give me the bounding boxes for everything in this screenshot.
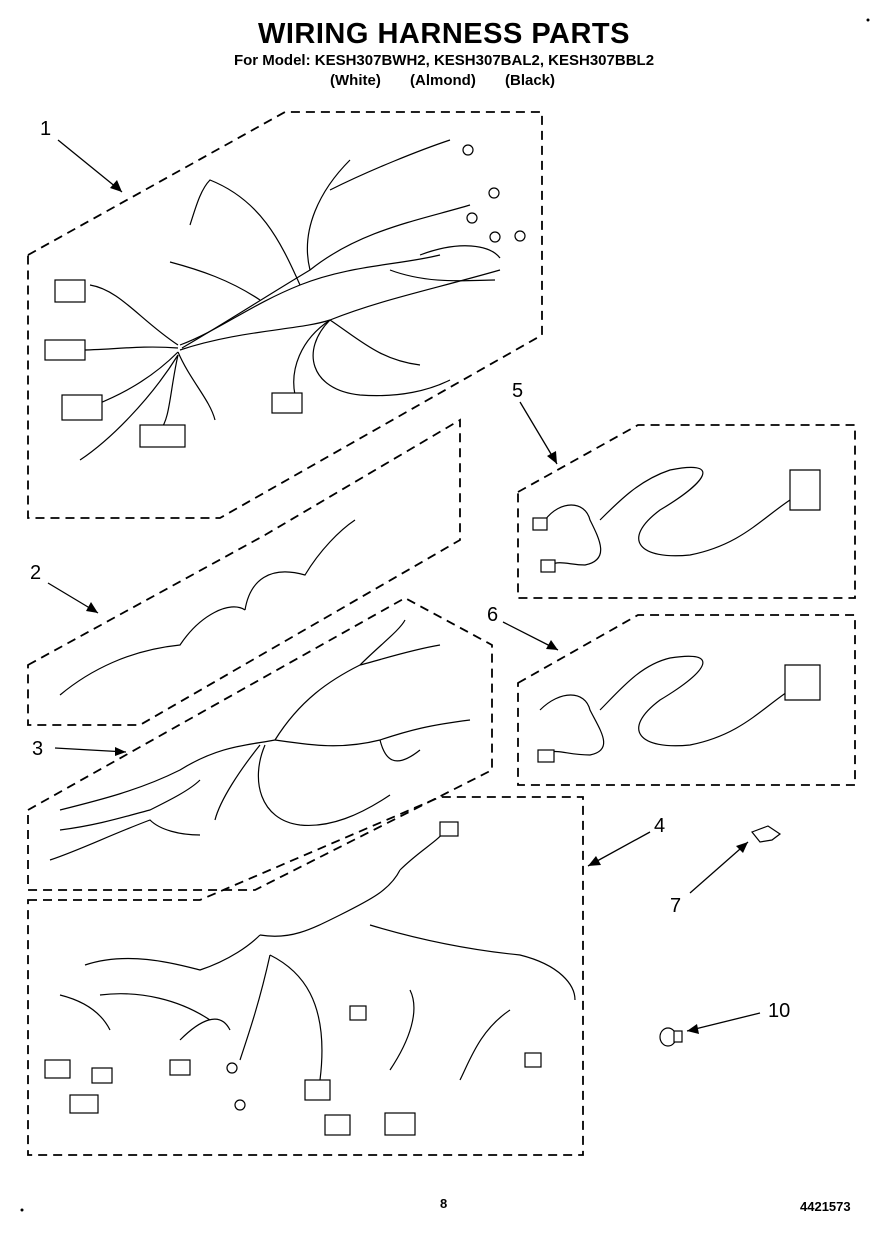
harness-4-connectors bbox=[44, 821, 542, 1136]
harness-1-wires bbox=[79, 139, 501, 461]
page-number: 8 bbox=[440, 1196, 448, 1211]
callout-4: 4 bbox=[654, 815, 666, 837]
model-line: For Model: KESH307BWH2, KESH307BAL2, KES… bbox=[233, 52, 655, 69]
document-number: 4421573 bbox=[800, 1199, 851, 1214]
part-7-clip bbox=[751, 825, 782, 843]
harness-3-wires bbox=[49, 619, 471, 861]
callout-1: 1 bbox=[40, 118, 52, 140]
page-title: WIRING HARNESS PARTS bbox=[258, 18, 630, 50]
harness-6-frame bbox=[517, 614, 856, 786]
callout-10: 10 bbox=[768, 1000, 791, 1022]
harness-4-frame bbox=[27, 796, 584, 1156]
finish-white: (White) bbox=[330, 72, 381, 89]
corner-mark bbox=[866, 18, 870, 22]
callout-2: 2 bbox=[30, 562, 42, 584]
harness-2-wires bbox=[59, 519, 356, 696]
finish-almond: (Almond) bbox=[410, 72, 476, 89]
harness-5-wires bbox=[532, 466, 821, 573]
callout-6: 6 bbox=[487, 604, 499, 626]
harness-3-frame bbox=[27, 596, 493, 891]
part-10-grommet bbox=[659, 1027, 683, 1047]
harness-6-wires bbox=[537, 655, 821, 763]
harness-1-connectors bbox=[44, 144, 526, 448]
callout-5: 5 bbox=[512, 380, 524, 402]
harness-4-wires bbox=[59, 829, 576, 1081]
harness-1-frame bbox=[27, 111, 543, 519]
callout-arrows bbox=[47, 139, 761, 1034]
corner-mark bbox=[20, 1208, 24, 1212]
finish-black: (Black) bbox=[505, 72, 556, 89]
harness-2-frame bbox=[27, 418, 461, 726]
callout-7: 7 bbox=[670, 895, 682, 917]
harness-5-frame bbox=[517, 424, 856, 599]
callout-3: 3 bbox=[32, 738, 44, 760]
